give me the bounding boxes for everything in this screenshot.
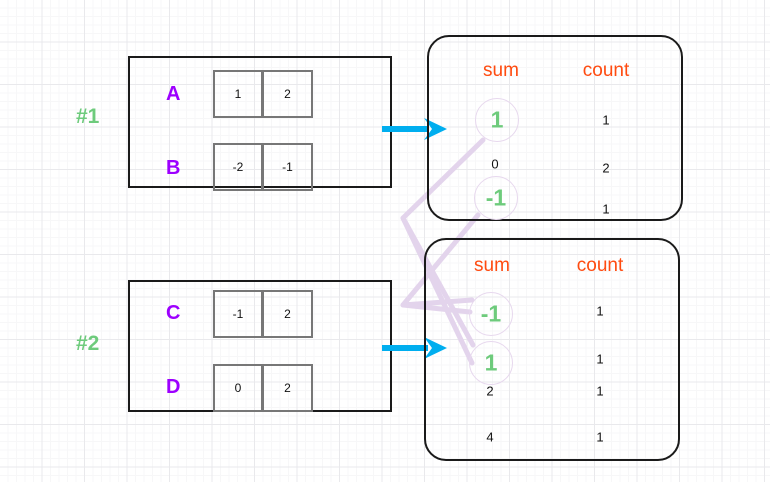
cell-a-1: 1 [213, 70, 263, 118]
value-pair-c: -1 2 [213, 290, 313, 338]
cell-b-2: -1 [263, 143, 313, 191]
result-box-bottom [424, 238, 680, 461]
group-tag-1: #1 [76, 105, 100, 128]
count-value-top-row3: 1 [602, 201, 610, 217]
count-value-bottom-row3: 1 [596, 383, 604, 399]
sum-value-bottom-row2: 1 [484, 349, 498, 376]
count-value-bottom-row1: 1 [596, 303, 604, 319]
count-value-top-row2: 2 [602, 160, 610, 176]
cell-b-1: -2 [213, 143, 263, 191]
sum-value-bottom-row1: -1 [480, 300, 502, 327]
cell-c-1: -1 [213, 290, 263, 338]
cell-d-2: 2 [263, 364, 313, 412]
row-label-a: A [166, 83, 181, 105]
column-header-count-bottom: count [576, 255, 624, 276]
sum-value-top-row2: 0 [491, 156, 499, 172]
row-label-d: D [166, 376, 181, 398]
cell-c-2: 2 [263, 290, 313, 338]
count-value-top-row1: 1 [602, 112, 610, 128]
highlight-circle-bottom-row2 [469, 341, 513, 385]
count-value-bottom-row2: 1 [596, 351, 604, 367]
value-pair-b: -2 -1 [213, 143, 313, 191]
group-box-1 [128, 56, 392, 188]
sum-value-bottom-row3: 2 [486, 383, 494, 399]
count-value-bottom-row4: 1 [596, 429, 604, 445]
sum-value-bottom-row4: 4 [486, 429, 494, 445]
sum-value-top-row1: 1 [490, 106, 504, 133]
result-box-top [427, 35, 683, 221]
cell-a-2: 2 [263, 70, 313, 118]
column-header-sum-bottom: sum [474, 255, 510, 276]
row-label-b: B [166, 157, 181, 179]
row-label-c: C [166, 302, 181, 324]
group-tag-2: #2 [76, 332, 100, 355]
value-pair-a: 1 2 [213, 70, 313, 118]
sum-value-top-row3: -1 [485, 184, 507, 211]
column-header-count-top: count [582, 60, 630, 81]
cell-d-1: 0 [213, 364, 263, 412]
highlight-circle-bottom-row1 [469, 292, 513, 336]
highlight-circle-top-row3 [474, 176, 518, 220]
highlight-circle-top-row1 [475, 98, 519, 142]
column-header-sum-top: sum [483, 60, 519, 81]
value-pair-d: 0 2 [213, 364, 313, 412]
